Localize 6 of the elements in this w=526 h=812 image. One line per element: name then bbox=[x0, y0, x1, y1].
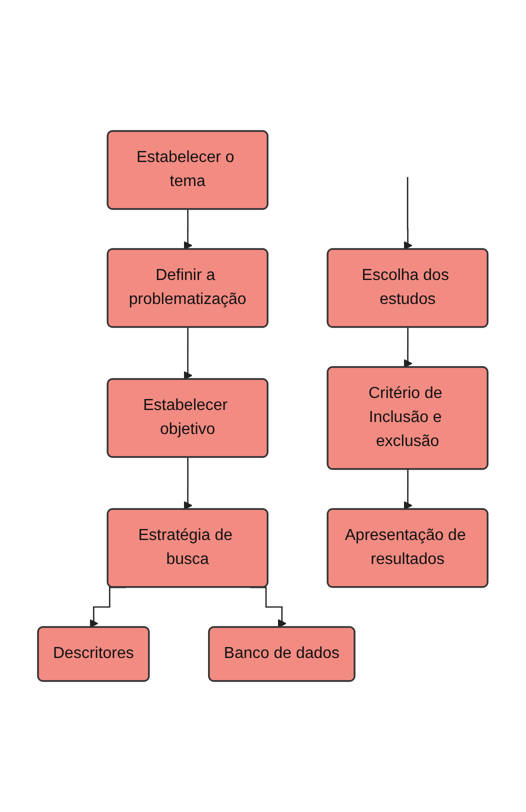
arrow bbox=[184, 326, 193, 380]
arrow bbox=[184, 208, 193, 250]
arrow bbox=[404, 176, 413, 250]
arrow bbox=[404, 468, 413, 510]
arrow bbox=[404, 326, 413, 368]
arrow bbox=[184, 456, 193, 510]
